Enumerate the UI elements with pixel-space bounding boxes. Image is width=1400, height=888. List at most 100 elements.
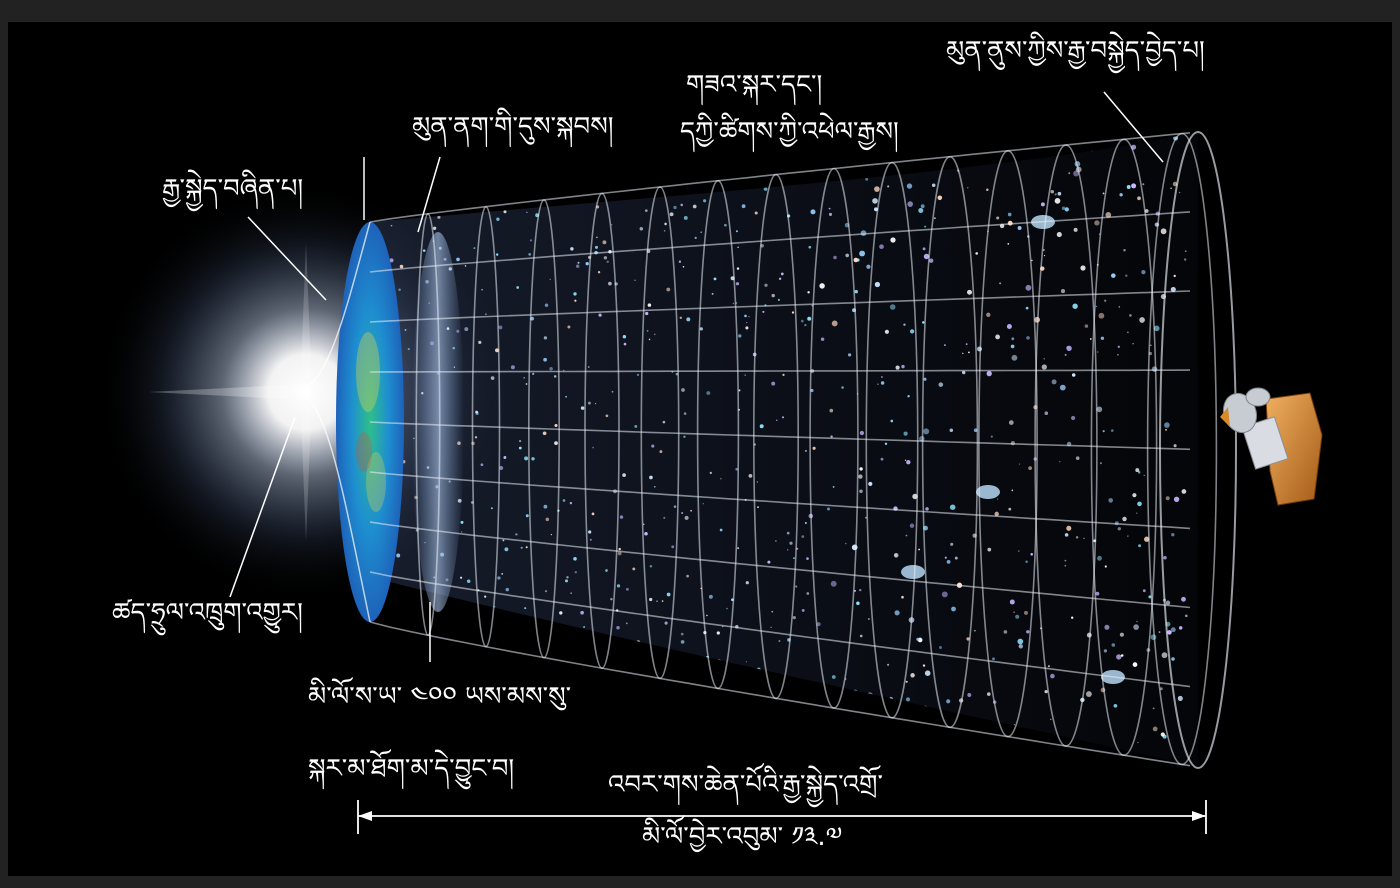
galaxy-dot	[874, 186, 880, 192]
galaxy-dot	[1084, 324, 1089, 328]
galaxy-dot	[776, 419, 778, 421]
galaxy-dot	[845, 253, 850, 258]
galaxy-dot	[664, 621, 668, 625]
galaxy-dot	[1160, 228, 1167, 235]
galaxy-dot	[1165, 600, 1171, 606]
galaxy-dot	[920, 204, 925, 209]
galaxy-dot	[735, 230, 738, 233]
galaxy-dot	[744, 374, 747, 376]
galaxy-dot	[531, 457, 535, 461]
galaxy-dot	[1064, 353, 1067, 356]
galaxy-dot	[498, 325, 503, 330]
galaxy-dot	[1095, 305, 1098, 308]
galaxy-dot	[831, 320, 838, 327]
galaxy-dot	[859, 634, 863, 638]
galaxy-dot	[1163, 555, 1167, 560]
galaxy-dot	[906, 183, 913, 189]
galaxy-dot	[854, 289, 858, 294]
galaxy-dot	[777, 673, 780, 676]
galaxy-dot	[916, 637, 920, 641]
galaxy-dot	[653, 485, 656, 488]
galaxy-dot	[592, 649, 595, 653]
galaxy-dot	[519, 440, 522, 443]
galaxy-dot	[473, 247, 476, 250]
galaxy-dot	[1137, 501, 1142, 507]
galaxy-dot	[716, 631, 720, 635]
galaxy-dot	[503, 456, 507, 459]
galaxy-dot	[795, 585, 798, 588]
galaxy-dot	[583, 626, 586, 628]
galaxy-dot	[922, 664, 926, 667]
galaxy-dot	[923, 377, 927, 381]
galaxy-dot	[905, 534, 908, 537]
galaxy-dot	[602, 240, 607, 245]
galaxy-dot	[1007, 212, 1012, 217]
galaxy-dot	[1066, 345, 1072, 351]
galaxy-dot	[490, 507, 493, 510]
galaxy-dot	[738, 389, 741, 392]
galaxy-dot	[879, 244, 884, 250]
dark-ages-band	[412, 232, 464, 612]
galaxy-dot	[1143, 474, 1145, 477]
galaxy-dot	[759, 424, 764, 429]
galaxy-dot	[1064, 564, 1067, 567]
galaxy-dot	[1075, 536, 1079, 539]
galaxy-dot	[1181, 596, 1186, 602]
galaxy-dot	[804, 522, 807, 524]
galaxy-dot	[812, 446, 816, 450]
galaxy-dot	[1028, 466, 1032, 470]
galaxy-dot	[806, 592, 810, 595]
galaxy-dot	[554, 423, 558, 428]
galaxy-dot	[819, 283, 825, 289]
galaxy-dot	[680, 632, 684, 636]
galaxy-dot	[666, 287, 671, 292]
galaxy-dot	[1108, 498, 1113, 503]
galaxy-dot	[909, 523, 915, 528]
galaxy-dot	[968, 351, 970, 354]
galaxy-dot	[807, 316, 812, 321]
present-day-ring	[1159, 131, 1237, 769]
galaxy-dot	[1054, 193, 1057, 196]
galaxy-dot	[690, 509, 692, 512]
galaxy-dot	[1111, 273, 1116, 278]
galaxy-dot	[610, 597, 613, 601]
galaxy-dot	[1006, 324, 1012, 329]
galaxy-dot	[1111, 643, 1116, 647]
galaxy-dot	[1097, 351, 1099, 353]
galaxy-dot	[939, 646, 942, 649]
galaxy-dot	[661, 600, 664, 602]
label-universe-age: མི་ལོ་བྱེར་འབུམ་ ༡༣.༧	[642, 822, 843, 852]
galaxy-dot	[728, 666, 732, 670]
galaxy-dot	[859, 250, 866, 257]
grid-ring	[696, 179, 740, 690]
galaxy-dot	[1120, 654, 1124, 657]
grid-ring	[1034, 144, 1098, 747]
galaxy-dot	[887, 663, 890, 666]
galaxy-dot	[907, 395, 910, 398]
galaxy-dot	[987, 547, 992, 552]
galaxy-dot	[986, 188, 989, 192]
universe-tube	[370, 132, 1198, 767]
galaxy-dot	[532, 372, 535, 375]
galaxy-dot	[603, 256, 608, 260]
galaxy-dot	[573, 292, 577, 296]
galaxy-dot	[1047, 665, 1050, 668]
galaxy-dot	[859, 489, 863, 494]
galaxy-dot	[407, 617, 411, 621]
galaxy-dot	[618, 547, 621, 551]
galaxy-dot	[1054, 198, 1061, 204]
galaxy-dot	[1094, 220, 1100, 226]
galaxy-dot	[504, 547, 509, 552]
galaxy-dot	[1117, 353, 1119, 356]
galaxy-dot	[1099, 462, 1102, 465]
galaxy-dot	[830, 435, 833, 438]
galaxy-dot	[735, 282, 740, 286]
grid-line-longitudinal	[369, 571, 1191, 688]
galaxy-dot	[1153, 325, 1160, 332]
galaxy-dot	[1152, 707, 1155, 710]
grid-line-longitudinal	[369, 421, 1191, 451]
galaxy-dot	[763, 187, 768, 191]
galaxy-dot	[873, 169, 878, 175]
galaxy-dot	[692, 204, 697, 209]
galaxy-dot	[884, 329, 889, 334]
